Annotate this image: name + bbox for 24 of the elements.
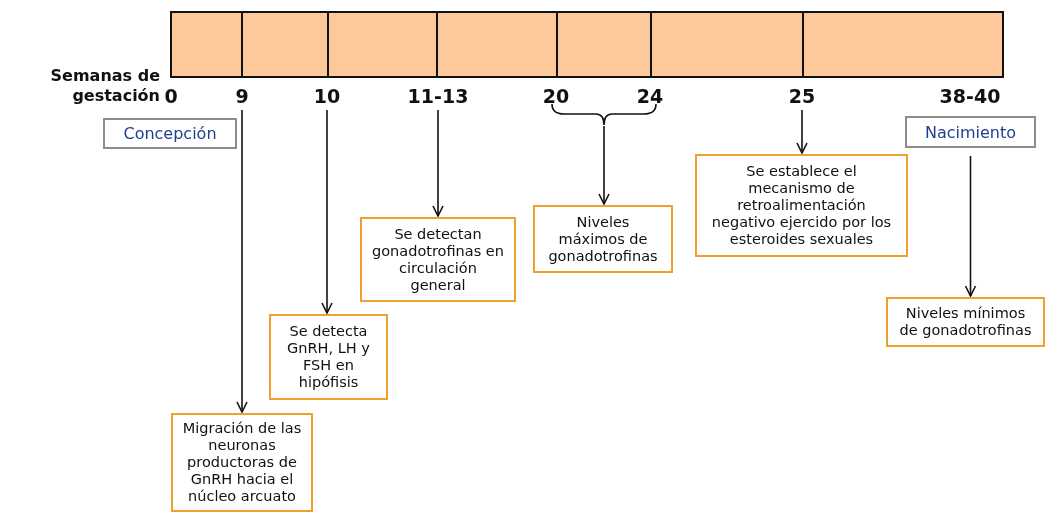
note-box: Se detecta GnRH, LH y FSH en hipófisis	[269, 314, 388, 400]
note-box: Niveles máximos de gonadotrofinas	[533, 205, 673, 273]
week-number: 0	[163, 84, 179, 108]
note-box: Migración de las neuronas productoras de GnRH hacia el núcleo arcuato	[171, 413, 313, 512]
week-number: 9	[229, 84, 255, 108]
brace	[550, 103, 658, 126]
arrow	[964, 155, 977, 297]
arrow	[796, 109, 808, 154]
event-box: Nacimiento	[905, 116, 1036, 148]
axis-title: Semanas de gestación	[49, 66, 160, 106]
week-number: 24	[635, 84, 665, 108]
arrow	[432, 109, 444, 217]
arrow	[236, 109, 248, 413]
week-number: 20	[541, 84, 571, 108]
event-box: Concepción	[103, 118, 237, 149]
arrow	[321, 109, 333, 314]
week-number: 38-40	[938, 84, 1002, 108]
week-number: 10	[311, 84, 343, 108]
week-number: 25	[786, 84, 818, 108]
week-number: 11-13	[403, 84, 473, 108]
arrow	[598, 125, 610, 205]
note-box: Niveles mínimos de gonadotrofinas	[886, 297, 1045, 347]
note-box: Se detectan gonadotrofinas en circulación general	[360, 217, 516, 302]
note-box: Se establece el mecanismo de retroalimentación negativo ejercido por los esteroides sexuales	[695, 154, 908, 257]
